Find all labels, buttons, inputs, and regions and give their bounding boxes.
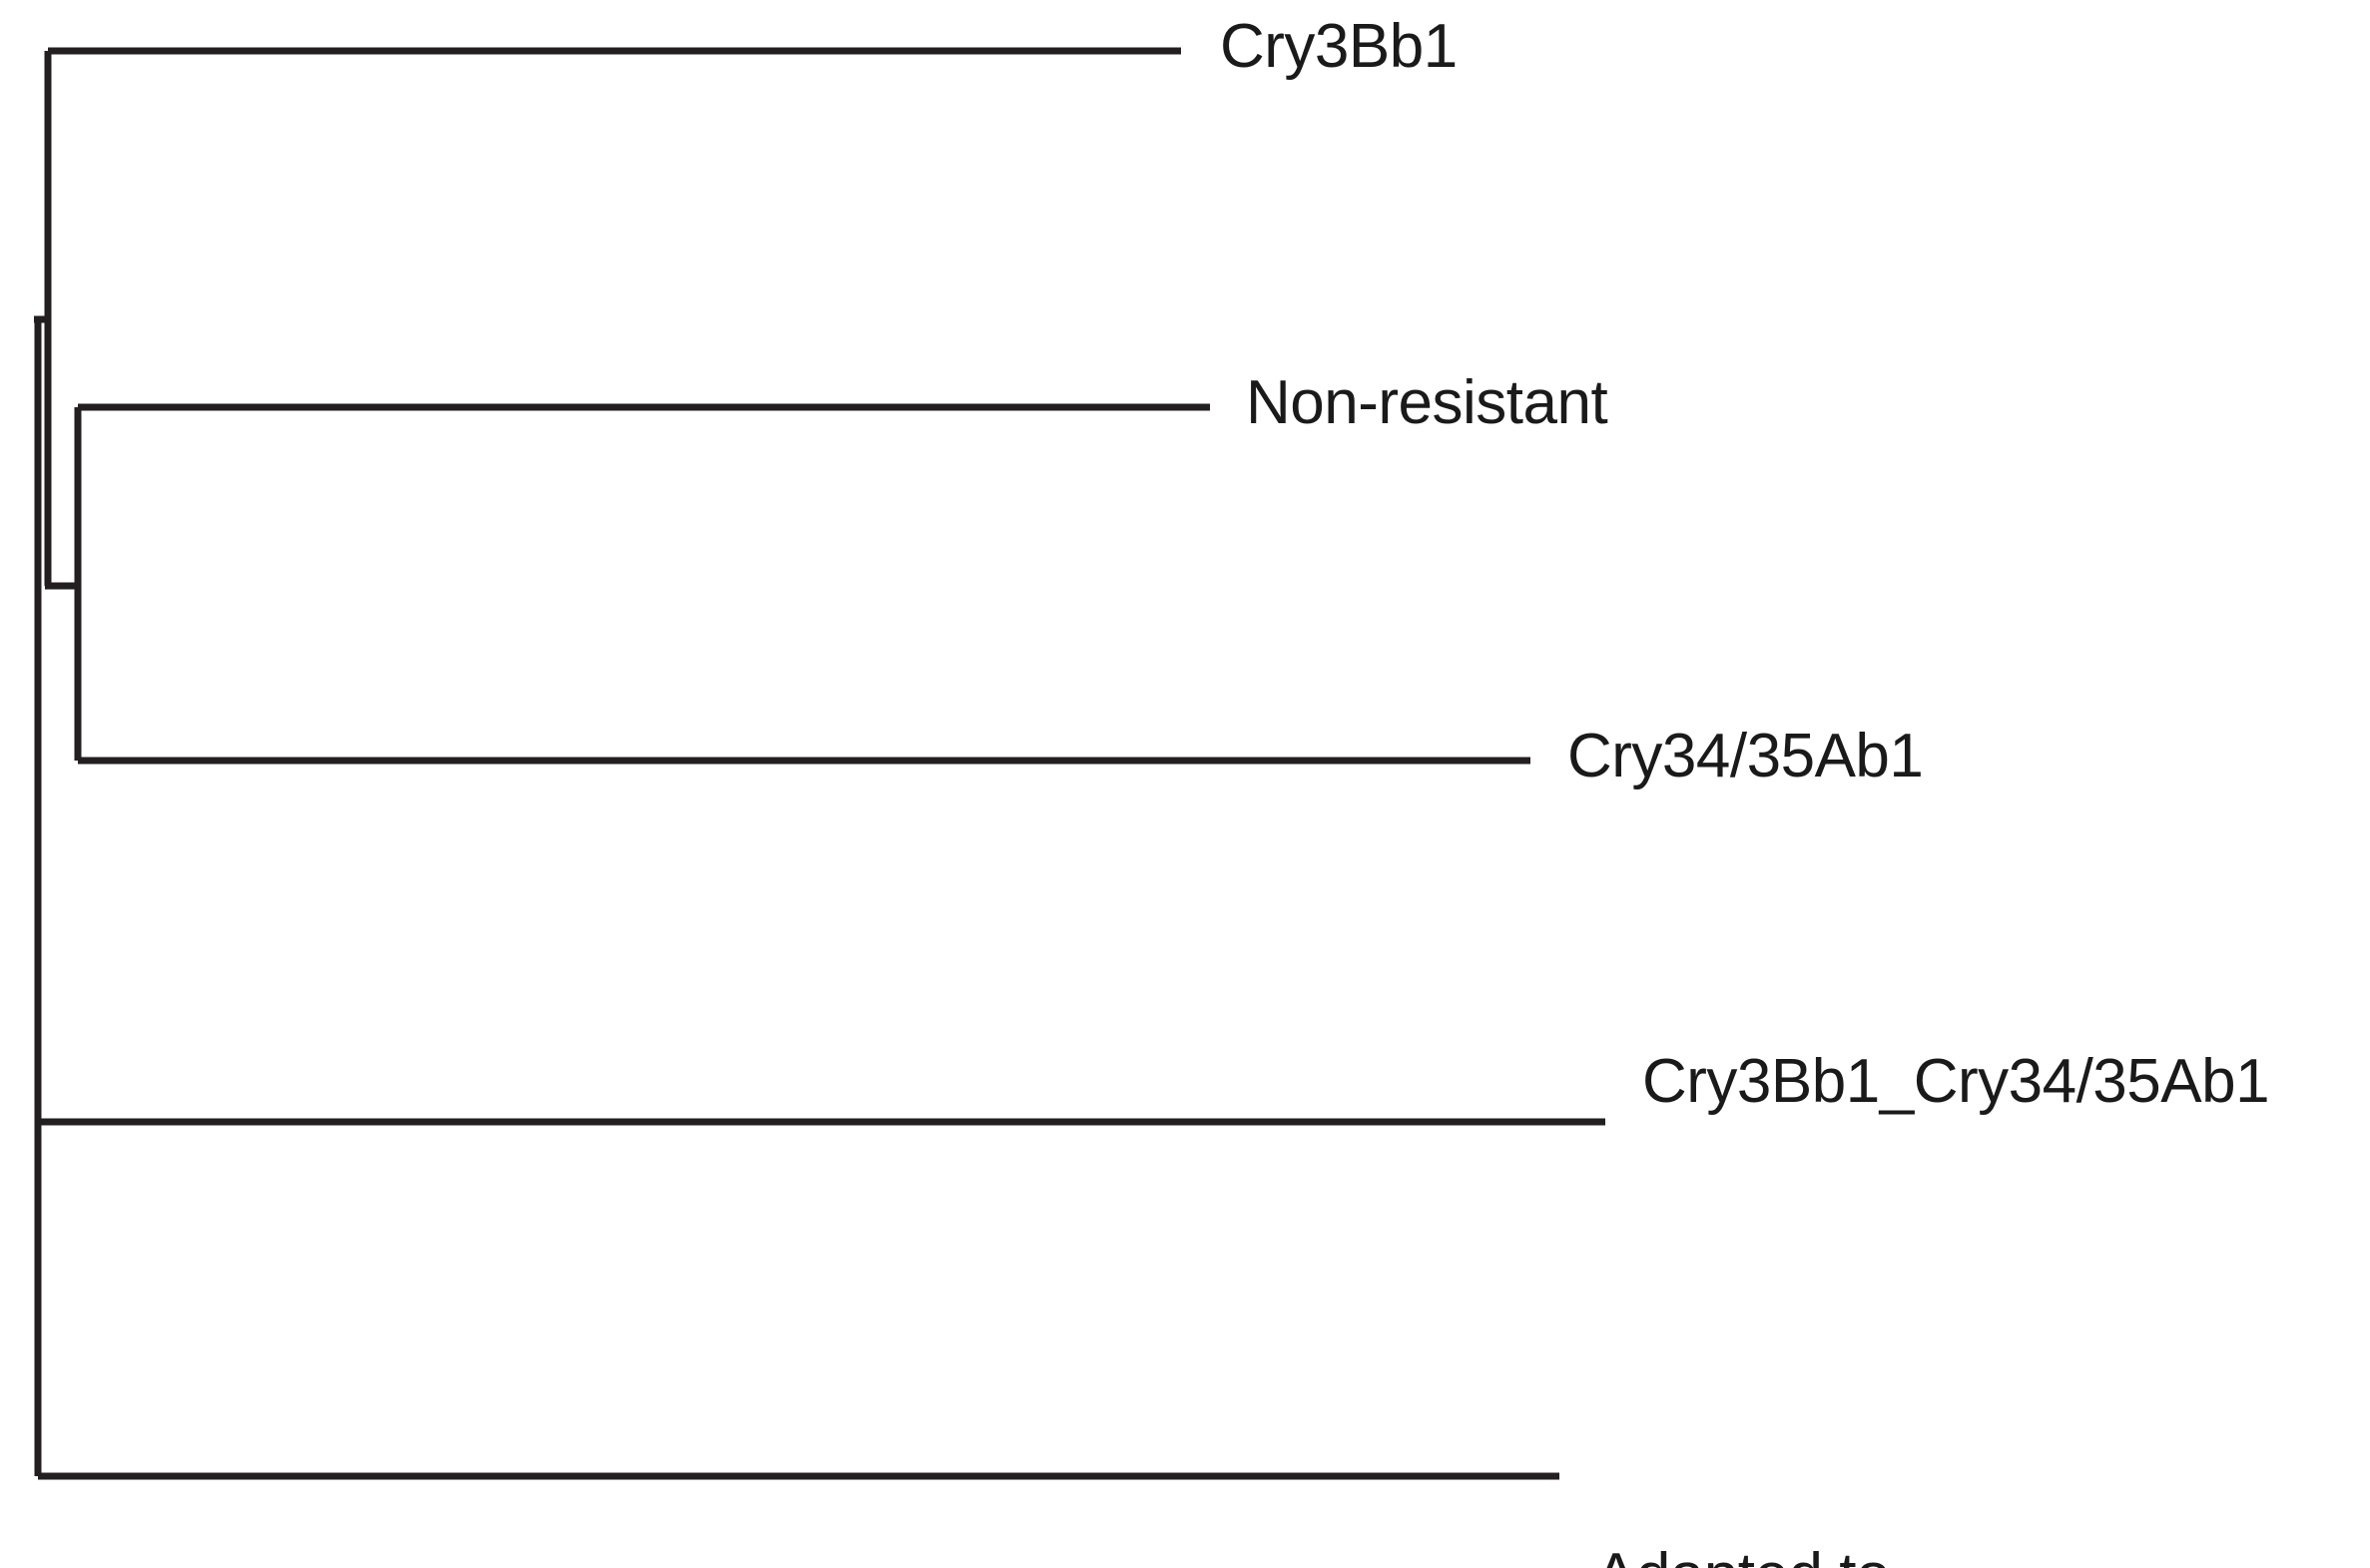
node-b-group	[34, 51, 52, 586]
leaf-label-adapted-line-1: Adapted to	[1595, 1541, 1933, 1568]
leaf-label-cry3bb1-cry34-35ab1: Cry3Bb1_Cry34/35Ab1	[1642, 1047, 2270, 1116]
leaf-label-non-resistant: Non-resistant	[1246, 368, 1608, 437]
leaf-label-cry34-35ab1: Cry34/35Ab1	[1567, 722, 1924, 790]
leaf-label-cry3bb1: Cry3Bb1	[1220, 12, 1458, 81]
node-a-group	[45, 407, 82, 761]
leaf-label-adapted-crop-rotation: Adapted to crop rotation	[1595, 1401, 1933, 1568]
